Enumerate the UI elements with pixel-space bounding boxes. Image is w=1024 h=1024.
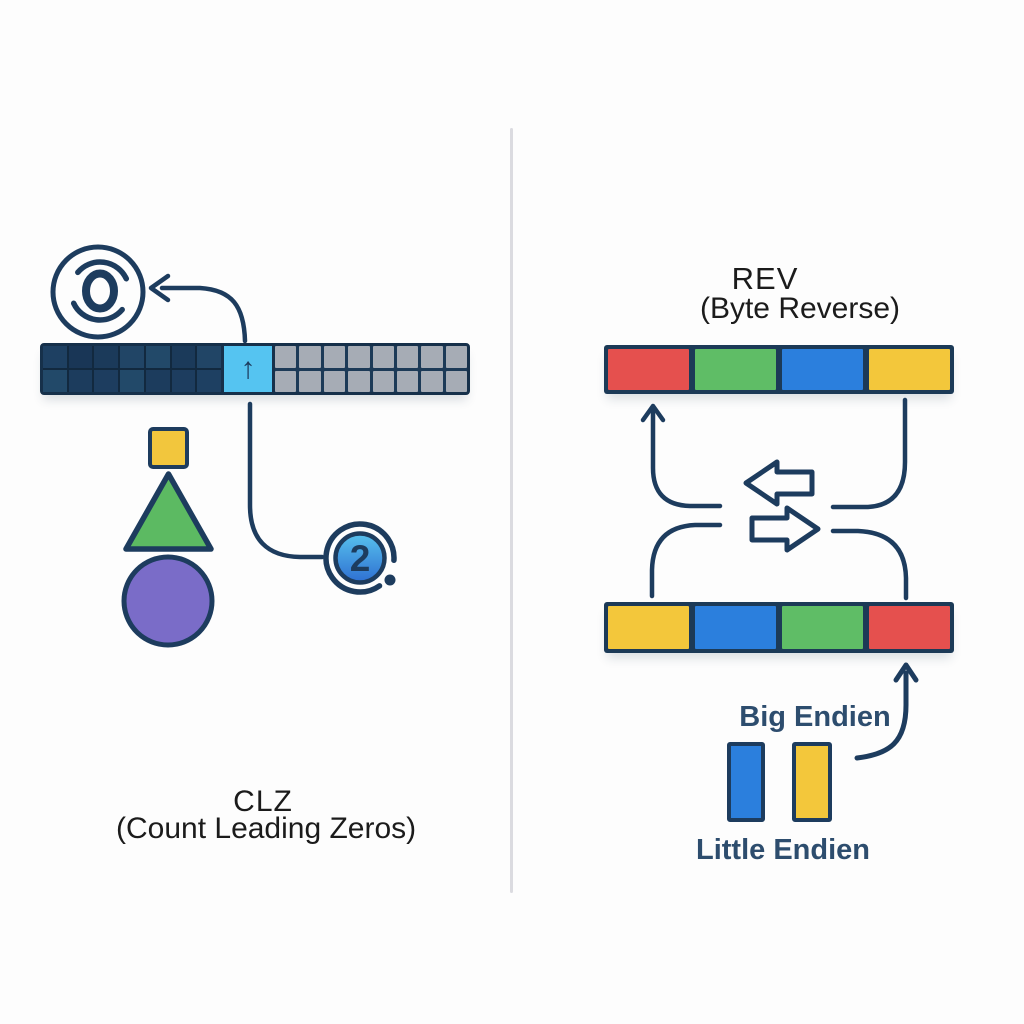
zero-bit-cell: [120, 346, 144, 368]
zero-bit-cell: [43, 370, 67, 392]
bit-cell: [396, 370, 419, 392]
bit-cell: [421, 346, 443, 368]
connector-top-right: [830, 397, 908, 510]
legend-byte-yellow: [792, 742, 832, 822]
zero-bit-cell: [94, 346, 119, 368]
zero-bit-cell: [197, 346, 221, 368]
connector-bottom-right: [830, 528, 909, 601]
leading-zero-bits: [43, 346, 221, 392]
curved-arrow-to-zero-icon: [148, 273, 248, 344]
swap-left-arrow-icon: [743, 459, 815, 507]
zero-bit-cell: [145, 370, 170, 392]
bit-cell: [323, 346, 346, 368]
bit-cell: [348, 370, 370, 392]
yellow-square: [148, 427, 189, 469]
byte-segment-red: [869, 606, 950, 649]
byte-swap-connectors: [640, 397, 909, 601]
bit-cell: [299, 370, 321, 392]
legend-to-bar-arrow: [854, 662, 919, 761]
connector-top-left: [650, 407, 723, 509]
bit-cell: [445, 370, 467, 392]
bit-cell: [396, 346, 419, 368]
up-arrow-icon: ↑: [240, 352, 256, 385]
zero-bit-cell: [43, 346, 67, 368]
legend-byte-blue: [727, 742, 765, 822]
purple-circle: [121, 554, 215, 648]
byte-segment-yellow: [869, 349, 950, 390]
first-one-bit-cell: ↑: [221, 346, 275, 392]
byte-segment-blue: [782, 349, 863, 390]
panel-divider: [510, 128, 513, 893]
connector-to-count-badge: [247, 401, 325, 560]
bit-cell: [372, 346, 394, 368]
green-triangle: [123, 471, 214, 552]
bit-cell: [372, 370, 394, 392]
zero-bit-cell: [171, 346, 196, 368]
bit-cell: [275, 346, 297, 368]
zero-bit-cell: [68, 346, 93, 368]
zero-bit-cell: [197, 370, 221, 392]
bit-cell: [421, 370, 443, 392]
bit-cell: [299, 346, 321, 368]
zero-bit-cell: [120, 370, 144, 392]
clz-caption-line1: CLZ: [233, 785, 293, 818]
big-endian-label: Big Endien: [739, 701, 891, 733]
zero-bit-cell: [68, 370, 93, 392]
zero-bit-cell: [94, 370, 119, 392]
byte-segment-yellow: [608, 606, 689, 649]
swap-right-arrow-icon: [749, 505, 821, 553]
zero-bit-cell: [171, 370, 196, 392]
remaining-bits: [275, 346, 467, 392]
bit-cell: [323, 370, 346, 392]
clz-bit-register: ↑: [40, 343, 470, 395]
zero-bit-cell: [145, 346, 170, 368]
big-endian-byte-bar: [604, 345, 954, 394]
bit-cell: [445, 346, 467, 368]
bit-cell: [348, 346, 370, 368]
byte-segment-green: [782, 606, 863, 649]
connector-bottom-left: [649, 522, 723, 599]
little-endian-label: Little Endien: [696, 834, 870, 866]
byte-segment-green: [695, 349, 776, 390]
badge-ring: [323, 521, 397, 595]
arrowhead-into-top-bar: [640, 403, 666, 423]
badge-dot: [384, 574, 396, 586]
byte-segment-blue: [695, 606, 776, 649]
count-badge-value: 2: [350, 538, 371, 579]
count-badge: 2: [323, 521, 397, 595]
byte-segment-red: [608, 349, 689, 390]
rev-title-line1: REV: [731, 261, 799, 296]
rev-title-line2: (Byte Reverse): [699, 292, 901, 325]
little-endian-byte-bar: [604, 602, 954, 653]
clz-caption-line2: (Count Leading Zeros): [116, 812, 417, 845]
bit-cell: [275, 370, 297, 392]
zero-swirl-icon: [50, 244, 146, 340]
